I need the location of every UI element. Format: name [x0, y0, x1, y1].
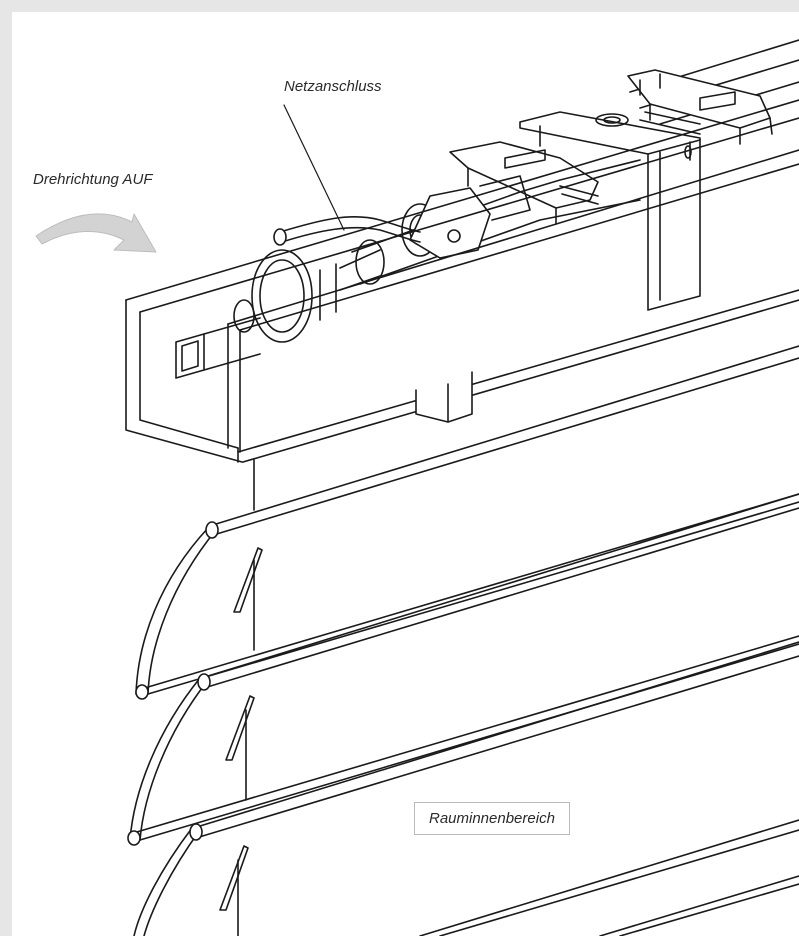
rear-bracket [627, 69, 773, 145]
head-rail [125, 99, 799, 511]
power-leader-line [283, 104, 345, 231]
motor [339, 159, 641, 291]
middle-bracket [519, 111, 701, 311]
slat-3 [133, 641, 799, 936]
curved-arrow-icon [35, 213, 157, 253]
label-room-interior: Rauminnenbereich [414, 802, 570, 835]
venetian-blind-drive-illustration [35, 39, 799, 936]
diagram-frame: Netzanschluss Drehrichtung AUF Rauminnen… [12, 12, 799, 936]
slat-1 [135, 345, 799, 700]
label-rotation-direction: Drehrichtung AUF [33, 171, 153, 188]
slat-2 [127, 493, 799, 846]
label-power-connection: Netzanschluss [284, 78, 382, 95]
power-cable [273, 104, 421, 246]
